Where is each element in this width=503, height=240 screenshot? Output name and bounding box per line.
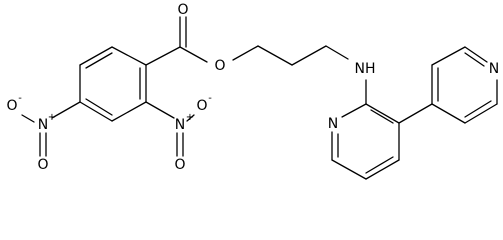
pyridine-ring-lower [331, 103, 400, 180]
nitro-group-left [21, 101, 81, 157]
atom-nh: NH [355, 61, 376, 77]
atom-nitro-right-o-double: O [174, 157, 185, 173]
atom-nitro-right-o-single: O [196, 98, 207, 114]
propyl-chain [232, 45, 349, 66]
charge-nitro-left-o: - [18, 93, 22, 104]
atom-nitro-left-o-single: O [6, 98, 17, 114]
biaryl-bond [398, 103, 433, 124]
charge-nitro-right-o: - [208, 93, 212, 104]
pyridine-ring-upper [431, 46, 498, 124]
atom-o-ester: O [214, 58, 225, 74]
charge-nitro-right-n: + [186, 112, 194, 123]
nitro-group-right [145, 101, 195, 157]
atom-nitro-left-o-double: O [37, 157, 48, 173]
atom-n-pyridine-upper: N [489, 61, 499, 77]
molecule-drawing: O O NH N N N + O - O N + O - O [6, 2, 499, 180]
charge-nitro-left-n: + [48, 112, 56, 123]
atom-n-pyridine-lower: N [328, 116, 338, 132]
atom-o-carbonyl: O [177, 2, 188, 18]
atom-nitro-left-n: N [38, 117, 48, 133]
atom-nitro-right-n: N [175, 117, 185, 133]
benzene-ring [79, 46, 147, 122]
structure-canvas: O O NH N N N + O - O N + O - O [6, 2, 499, 180]
ester-group [145, 16, 208, 66]
